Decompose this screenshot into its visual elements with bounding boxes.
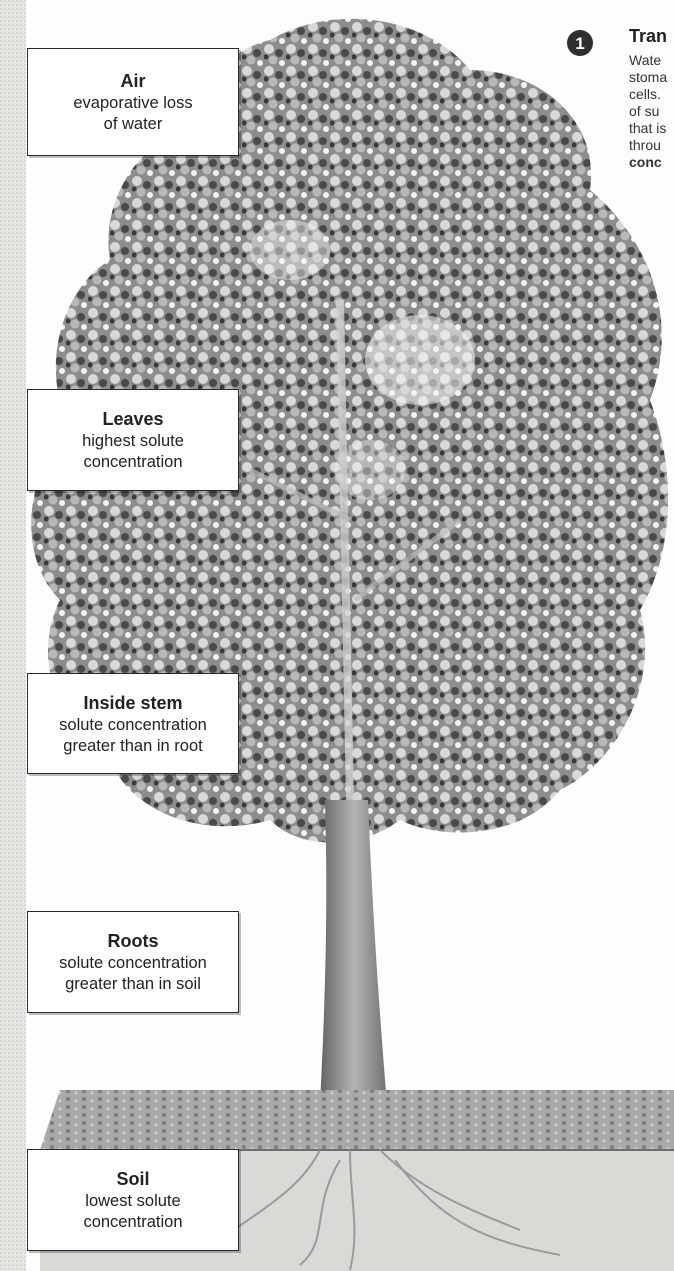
label-leaves-title: Leaves <box>102 407 163 431</box>
step-line-5: that is <box>629 120 667 137</box>
label-inside-stem-line-2: greater than in root <box>63 736 202 757</box>
step-line-6: throu <box>629 137 667 154</box>
label-leaves-line-1: highest solute <box>82 431 184 452</box>
step-line-1: Wate <box>629 52 667 69</box>
label-soil-line-2: concentration <box>83 1212 182 1233</box>
step-line-7: conc <box>629 154 667 171</box>
label-soil-title: Soil <box>116 1167 149 1191</box>
label-inside-stem: Inside stem solute concentration greater… <box>27 673 239 774</box>
step-line-3: cells. <box>629 86 667 103</box>
label-roots-title: Roots <box>108 929 159 953</box>
step-title: Tran <box>629 28 667 45</box>
label-air-line-2: of water <box>104 114 163 135</box>
step-body: Wate stoma cells. of su that is throu co… <box>629 52 667 171</box>
step-line-4: of su <box>629 103 667 120</box>
label-roots-line-1: solute concentration <box>59 953 207 974</box>
label-soil: Soil lowest solute concentration <box>27 1149 239 1251</box>
label-leaves: Leaves highest solute concentration <box>27 389 239 491</box>
label-air-title: Air <box>120 69 145 93</box>
tree-trunk <box>318 800 390 1140</box>
step-number-badge: 1 <box>567 30 593 56</box>
label-leaves-line-2: concentration <box>83 452 182 473</box>
label-inside-stem-title: Inside stem <box>83 691 182 715</box>
label-air-line-1: evaporative loss <box>73 93 192 114</box>
label-air: Air evaporative loss of water <box>27 48 239 156</box>
label-soil-line-1: lowest solute <box>85 1191 180 1212</box>
step-line-2: stoma <box>629 69 667 86</box>
label-roots-line-2: greater than in soil <box>65 974 201 995</box>
label-roots: Roots solute concentration greater than … <box>27 911 239 1013</box>
label-inside-stem-line-1: solute concentration <box>59 715 207 736</box>
left-page-edge <box>0 0 26 1271</box>
